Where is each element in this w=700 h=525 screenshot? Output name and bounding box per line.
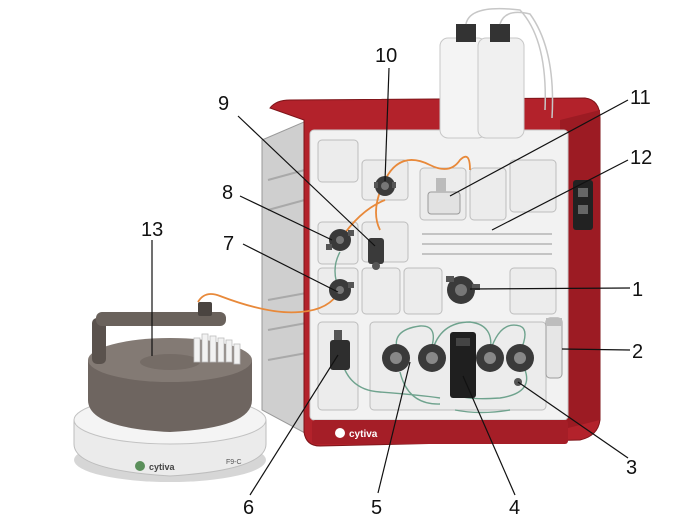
collector-model-text: F9-C (226, 459, 242, 466)
fraction-collector: cytiva F9-C (73, 302, 267, 482)
valve-8 (326, 229, 354, 251)
collection-tubes (193, 333, 241, 365)
status-button-2 (578, 205, 588, 214)
component-6 (330, 330, 350, 370)
callout-5: 5 (371, 497, 382, 519)
valve-7 (329, 279, 354, 301)
callout-12: 12 (630, 147, 652, 169)
pump-heads-right (476, 344, 534, 372)
callout-13: 13 (141, 219, 163, 241)
collector-logo-text: cytiva (149, 462, 176, 472)
buffer-bottles (439, 7, 554, 139)
valve-10 (374, 176, 396, 196)
pump-heads-5 (382, 344, 446, 372)
callout-10: 10 (375, 45, 397, 67)
front-base (312, 420, 568, 444)
callout-7: 7 (223, 233, 234, 255)
collector-arm (92, 302, 226, 364)
chromatography-system: cytiva (197, 7, 601, 447)
component-9 (368, 238, 384, 270)
green-tubing (334, 251, 528, 414)
instrument-logo: cytiva (335, 428, 378, 440)
callout-8: 8 (222, 182, 233, 204)
callout-4: 4 (509, 497, 520, 519)
leader-lines (151, 67, 631, 496)
instrument-logo-text: cytiva (349, 429, 378, 440)
callout-1: 1 (632, 279, 643, 301)
status-button-1 (578, 188, 588, 197)
callout-numbers: 1 2 3 4 5 6 7 8 9 10 11 12 13 (141, 45, 652, 519)
component-4 (450, 332, 476, 398)
component-2 (545, 317, 563, 379)
collector-logo: cytiva F9-C (135, 459, 242, 472)
callout-2: 2 (632, 341, 643, 363)
valve-1 (446, 276, 480, 304)
callout-11: 11 (630, 87, 651, 109)
component-11 (427, 178, 461, 215)
slide-rails (422, 233, 552, 255)
callout-3: 3 (626, 457, 637, 479)
callout-9: 9 (218, 93, 229, 115)
callout-6: 6 (243, 497, 254, 519)
